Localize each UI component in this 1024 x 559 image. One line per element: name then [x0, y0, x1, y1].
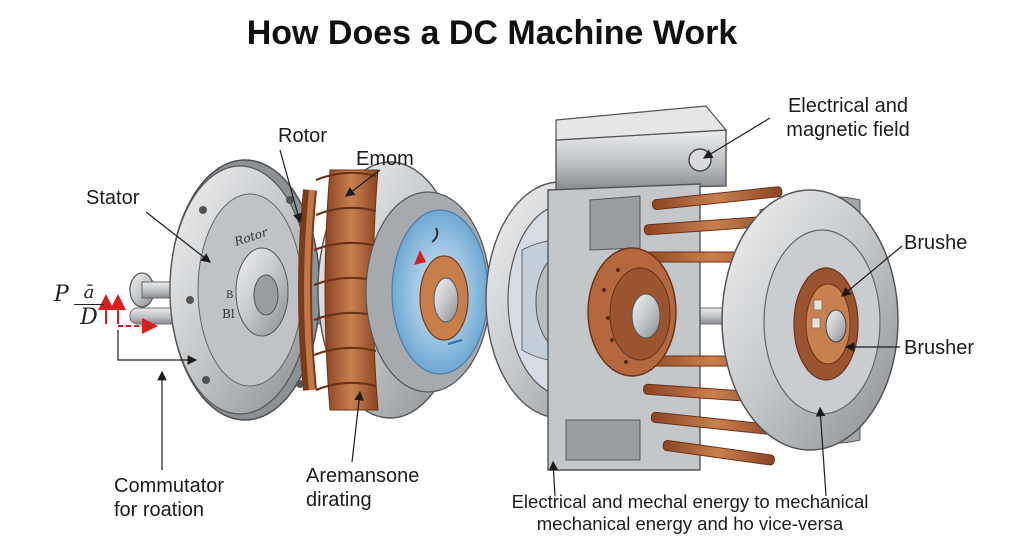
disc-mark-b: B — [226, 290, 233, 301]
label-commutator: Commutator for roation — [114, 474, 224, 522]
leader-stator — [145, 211, 211, 263]
label-armature-line2: dirating — [306, 489, 372, 511]
label-rotor: Rotor — [278, 125, 327, 147]
label-energy-conversion: Electrical and mechal energy to mechanic… — [470, 491, 910, 535]
label-energy-line1: Electrical and mechal energy to mechanic… — [511, 491, 869, 512]
label-brusher: Brusher — [904, 337, 975, 359]
label-energy-line2: mechanical energy and ho vice-versa — [536, 513, 844, 534]
leader-commutator — [117, 330, 198, 365]
disc-mark-bl: Bl — [222, 307, 235, 321]
formula: P ā D — [54, 282, 104, 330]
label-emom: Emom — [356, 148, 414, 170]
leader-electrical-field — [702, 117, 771, 159]
leader-energy-right — [815, 406, 827, 497]
label-commutator-line1: Commutator — [114, 475, 225, 497]
label-electrical-field-line2: magnetic field — [786, 119, 910, 141]
label-electrical-field-line1: Electrical and — [787, 95, 909, 117]
label-brushe: Brushe — [904, 232, 968, 254]
label-electrical-field: Electrical and magnetic field — [768, 94, 928, 142]
end-shield-right — [721, 189, 899, 451]
formula-numerator: ā — [74, 282, 104, 305]
leader-armature — [351, 390, 364, 463]
formula-denominator: D — [80, 305, 98, 330]
copper-winding-drum — [298, 161, 491, 419]
flow-arrows — [98, 294, 158, 334]
label-commutator-line2: for roation — [114, 499, 205, 521]
leader-emom — [345, 169, 381, 197]
label-stator: Stator — [86, 187, 140, 209]
formula-prefix: P — [54, 282, 69, 307]
diagram-title: How Does a DC Machine Work — [246, 14, 738, 52]
label-armature-line1: Aremansone — [306, 465, 420, 487]
leader-brushe — [841, 245, 903, 297]
label-armature: Aremansone dirating — [306, 464, 419, 512]
end-cap-disc: Rotor B Bl — [169, 159, 321, 421]
leader-rotor — [279, 149, 303, 224]
formula-fraction: ā D — [74, 282, 104, 331]
leader-energy-left — [548, 460, 559, 497]
